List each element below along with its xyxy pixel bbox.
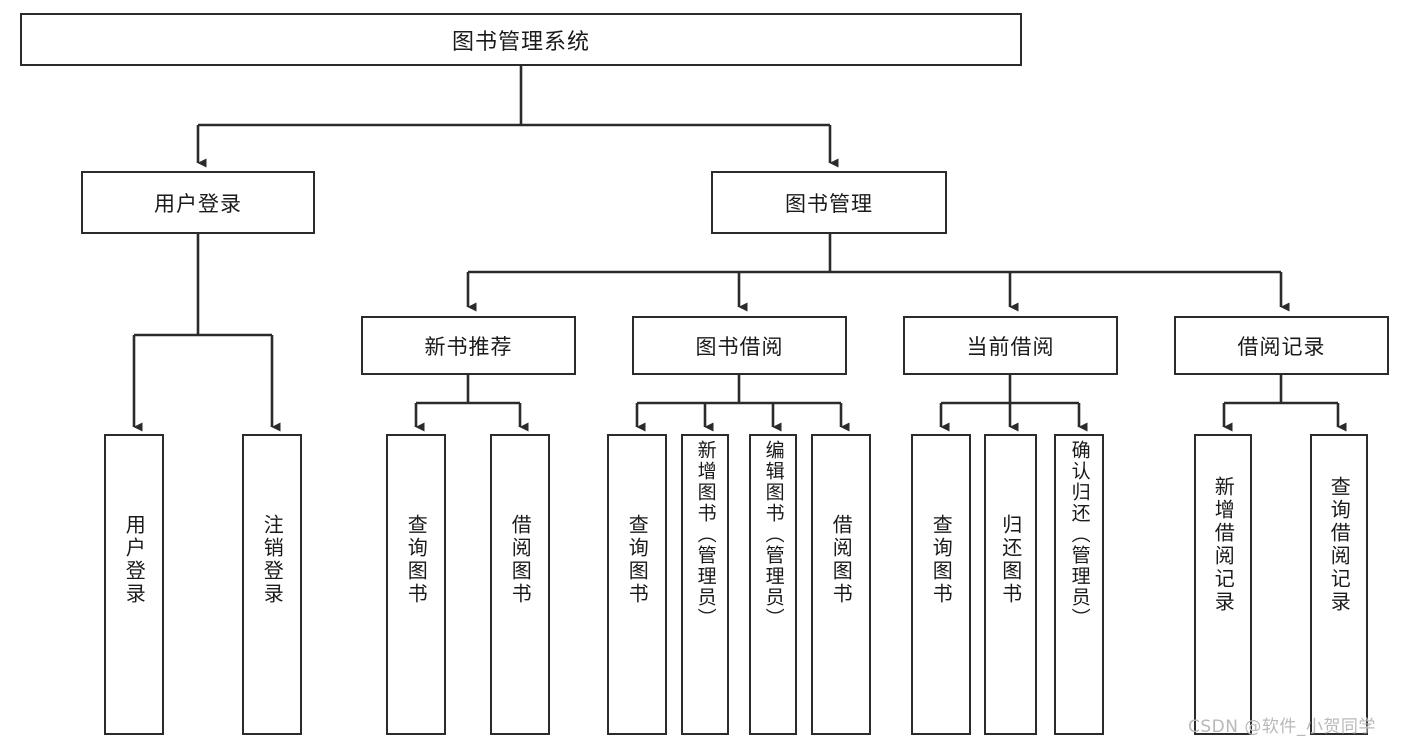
node-label: 借阅图书 — [829, 514, 854, 606]
watermark-text: CSDN @软件_小贺同学 — [1188, 717, 1376, 737]
node-label: 图书管理 — [785, 191, 873, 216]
leaf-user-login-login[interactable]: 用户登录 — [104, 434, 164, 735]
leaf-book-borrow-edit[interactable]: 编辑图书（管理员） — [749, 434, 797, 735]
node-label: 确认归还（管理员） — [1068, 440, 1091, 629]
node-label: 用户登录 — [154, 191, 242, 216]
leaf-borrow-record-query[interactable]: 查询借阅记录 — [1310, 434, 1368, 735]
node-label: 图书借阅 — [695, 334, 784, 359]
node-book-borrow[interactable]: 图书借阅 — [632, 316, 847, 375]
node-label: 当前借阅 — [966, 334, 1055, 359]
node-label: 借阅记录 — [1237, 334, 1326, 359]
leaf-new-book-borrow[interactable]: 借阅图书 — [490, 434, 550, 735]
node-label: 借阅图书 — [508, 514, 533, 606]
leaf-current-borrow-query[interactable]: 查询图书 — [911, 434, 971, 735]
leaf-book-borrow-add[interactable]: 新增图书（管理员） — [681, 434, 729, 735]
node-label: 查询借阅记录 — [1327, 476, 1352, 614]
node-label: 图书管理系统 — [451, 29, 590, 55]
leaf-book-borrow-borrow[interactable]: 借阅图书 — [811, 434, 871, 735]
node-label: 编辑图书（管理员） — [762, 440, 785, 629]
node-label: 用户登录 — [122, 514, 147, 606]
node-book-management[interactable]: 图书管理 — [711, 171, 947, 234]
node-label: 注销登录 — [260, 514, 285, 606]
leaf-current-borrow-return[interactable]: 归还图书 — [984, 434, 1037, 735]
node-user-login[interactable]: 用户登录 — [81, 171, 315, 234]
node-new-book-recommend[interactable]: 新书推荐 — [361, 316, 576, 375]
leaf-user-login-logout[interactable]: 注销登录 — [242, 434, 302, 735]
leaf-book-borrow-query[interactable]: 查询图书 — [607, 434, 667, 735]
node-label: 查询图书 — [404, 514, 429, 606]
leaf-new-book-query[interactable]: 查询图书 — [386, 434, 446, 735]
node-borrow-record[interactable]: 借阅记录 — [1174, 316, 1389, 375]
node-label: 查询图书 — [625, 514, 650, 606]
node-label: 新增图书（管理员） — [694, 440, 717, 629]
node-label: 查询图书 — [929, 514, 954, 606]
node-label: 新书推荐 — [424, 334, 513, 359]
leaf-borrow-record-add[interactable]: 新增借阅记录 — [1194, 434, 1252, 735]
node-current-borrow[interactable]: 当前借阅 — [903, 316, 1118, 375]
node-root-system[interactable]: 图书管理系统 — [20, 13, 1022, 66]
node-label: 新增借阅记录 — [1211, 476, 1236, 614]
node-label: 归还图书 — [998, 514, 1023, 606]
leaf-current-borrow-confirm[interactable]: 确认归还（管理员） — [1054, 434, 1104, 735]
